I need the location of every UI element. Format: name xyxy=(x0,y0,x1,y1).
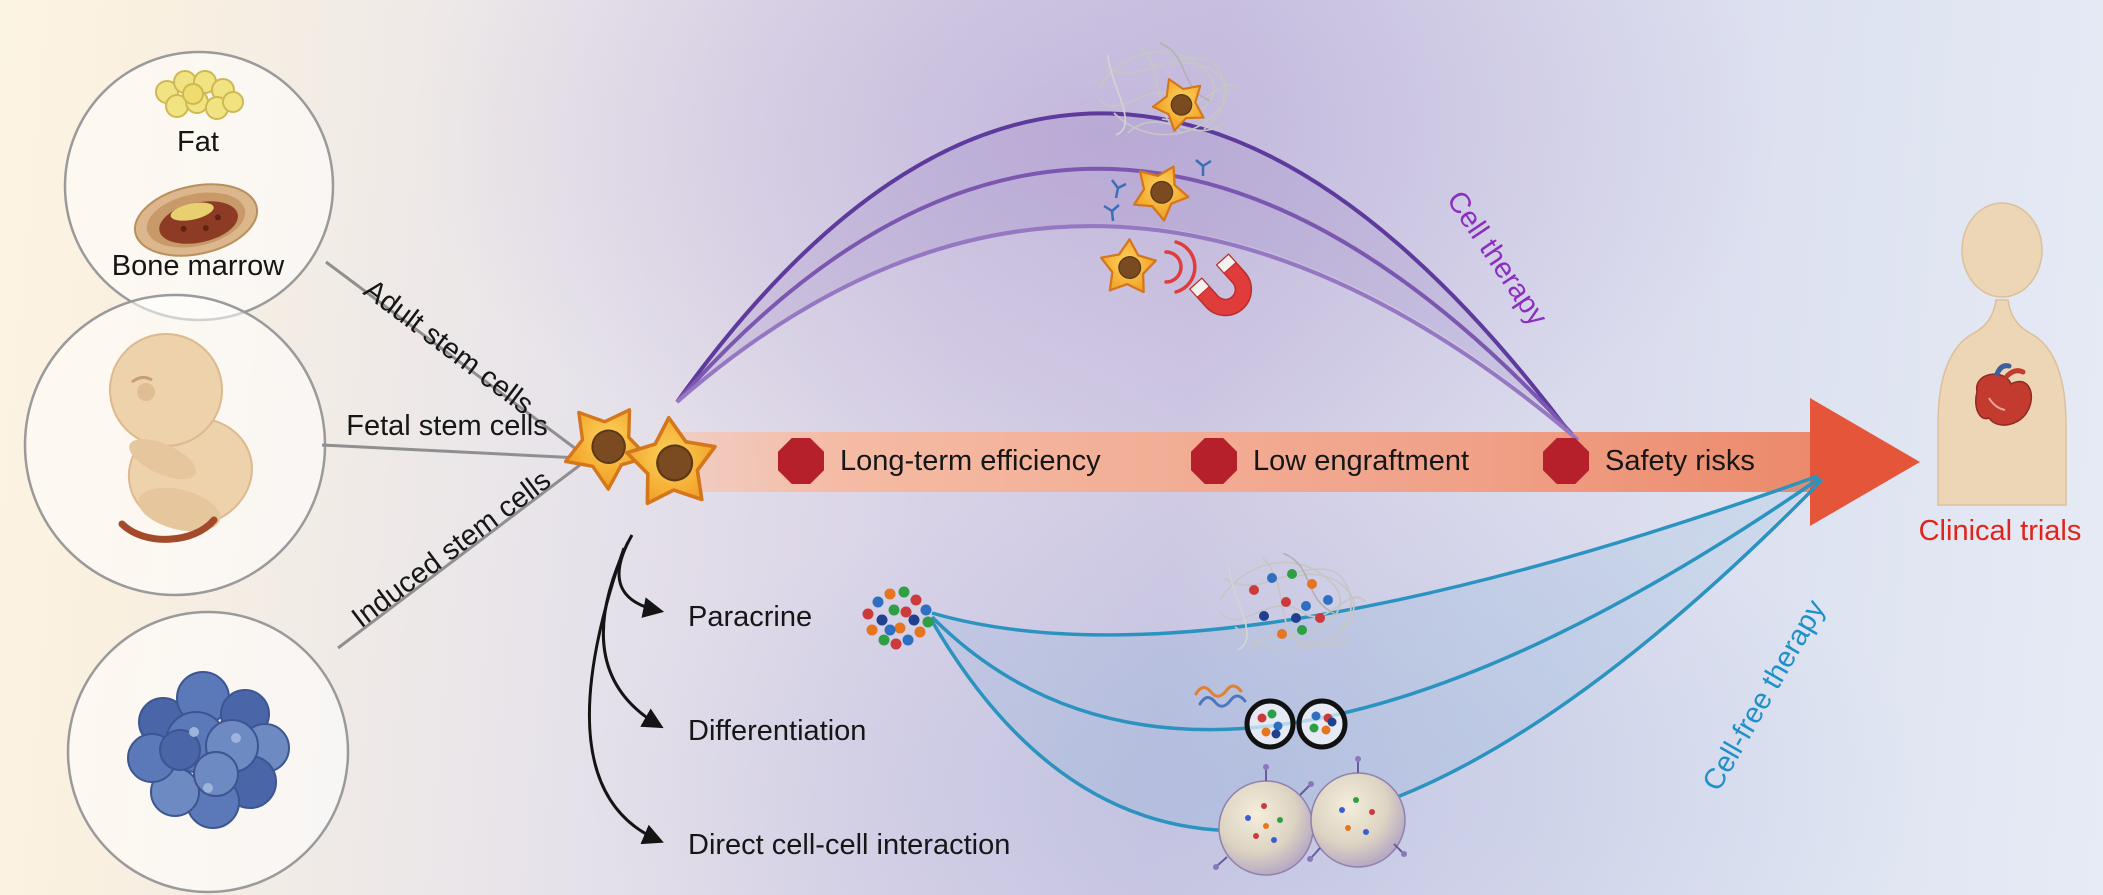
mechanism-direct-interaction: Direct cell-cell interaction xyxy=(688,829,1011,862)
human-figure-icon xyxy=(1937,202,2067,506)
secretome-icon xyxy=(862,586,934,650)
mechanism-arrows xyxy=(587,534,665,845)
vesicle-icon xyxy=(1213,756,1407,876)
arrow-band-icon xyxy=(668,398,1920,526)
bone-marrow-label: Bone marrow xyxy=(111,250,285,283)
fetal-stem-cells-label: Fetal stem cells xyxy=(346,410,548,443)
source-connector-lines xyxy=(321,260,581,650)
mechanism-differentiation: Differentiation xyxy=(688,715,867,748)
fat-icon xyxy=(155,70,244,120)
stem-cell-icon xyxy=(559,395,734,521)
obstacle-long-term-efficiency: Long-term efficiency xyxy=(840,445,1101,478)
scaffold-factors-icon xyxy=(1219,552,1367,651)
stop-sign-icon xyxy=(1543,438,1589,484)
stop-sign-icon xyxy=(1191,438,1237,484)
bone-marrow-icon xyxy=(133,183,259,257)
exosome-icon xyxy=(1194,684,1348,750)
stop-sign-icon xyxy=(778,438,824,484)
clinical-trials-label: Clinical trials xyxy=(1918,515,2082,548)
cell-therapy-arcs xyxy=(675,111,1580,442)
engineered-cell-icon xyxy=(1103,159,1212,226)
mechanism-paracrine: Paracrine xyxy=(688,601,813,634)
induced-cells-icon xyxy=(127,671,290,829)
magnet-cell-icon xyxy=(1097,232,1253,317)
obstacle-low-engraftment: Low engraftment xyxy=(1253,445,1470,478)
magnet-icon xyxy=(1188,253,1253,317)
fat-label: Fat xyxy=(177,126,219,159)
fetus-icon xyxy=(109,333,253,543)
obstacle-safety-risks: Safety risks xyxy=(1605,445,1755,478)
heart-icon xyxy=(1975,363,2032,426)
